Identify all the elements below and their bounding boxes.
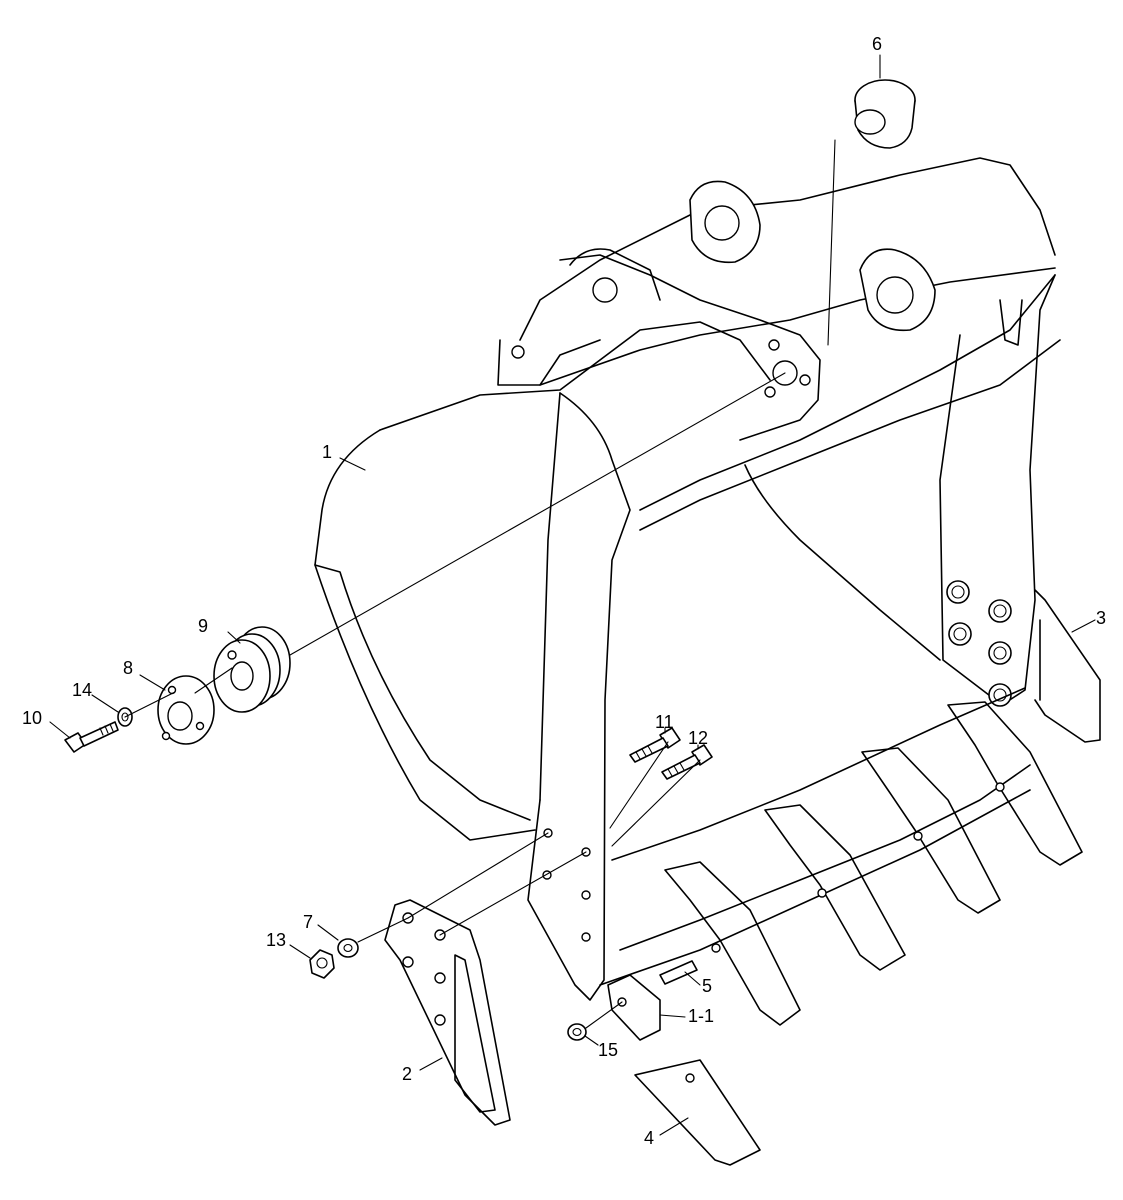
bushing — [854, 79, 916, 149]
bolt-12 — [661, 744, 713, 780]
callout-7: 7 — [303, 912, 313, 932]
callout-12: 12 — [688, 728, 708, 748]
side-cutter-left — [384, 899, 511, 1126]
bolt-10 — [64, 721, 119, 753]
callout-15: 15 — [598, 1040, 618, 1060]
callout-1-1: 1-1 — [688, 1006, 714, 1026]
corner-adapter — [607, 974, 661, 1041]
callout-3: 3 — [1096, 608, 1106, 628]
callout-13: 13 — [266, 930, 286, 950]
callout-5: 5 — [702, 976, 712, 996]
callout-11: 11 — [655, 712, 674, 732]
washer-7 — [337, 938, 359, 958]
bolt-11 — [629, 727, 681, 763]
tooth-point — [634, 1059, 761, 1166]
nut-13 — [309, 949, 335, 979]
pin — [659, 960, 698, 985]
callout-labels: 1 6 3 9 8 14 10 11 12 7 13 5 1-1 15 2 4 — [22, 34, 1106, 1148]
teeth-row — [664, 701, 1083, 1026]
shim-ring — [213, 626, 291, 713]
callout-1: 1 — [322, 442, 332, 462]
callout-6: 6 — [872, 34, 882, 54]
callout-9: 9 — [198, 616, 208, 636]
callout-4: 4 — [644, 1128, 654, 1148]
leader-lines — [49, 54, 1096, 1136]
callout-10: 10 — [22, 708, 42, 728]
lock-washer — [567, 1023, 587, 1041]
callout-2: 2 — [402, 1064, 412, 1084]
assembly-lines — [124, 139, 836, 1029]
callout-14: 14 — [72, 680, 92, 700]
bucket-body — [314, 157, 1061, 1001]
callout-8: 8 — [123, 658, 133, 678]
side-cutter-right — [1034, 589, 1101, 743]
